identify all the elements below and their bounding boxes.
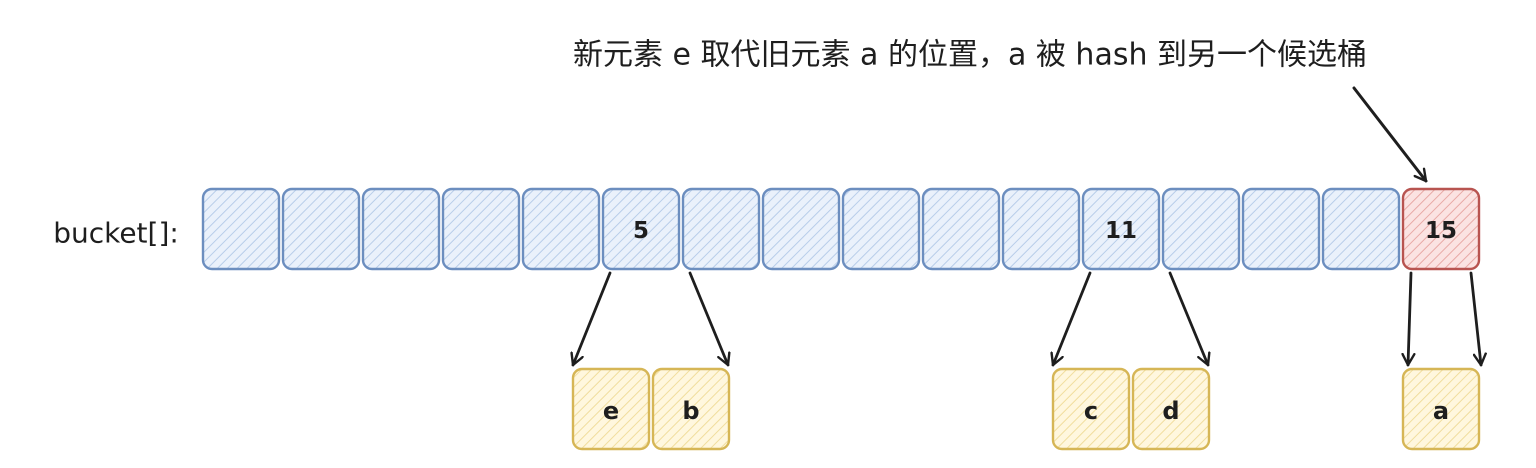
item-label: c	[1084, 397, 1098, 425]
bucket-cell	[201, 187, 281, 271]
pointer-arrow	[688, 271, 728, 367]
bucket-15: 15	[1401, 187, 1481, 271]
bucket-4	[521, 187, 601, 271]
bucket-8	[841, 187, 921, 271]
bucket-cell	[441, 187, 521, 271]
item-slot-a: a	[1401, 367, 1481, 451]
item-cell	[1131, 367, 1211, 451]
bucket-5: 5	[601, 187, 681, 271]
bucket-cell	[841, 187, 921, 271]
item-slot-c: c	[1051, 367, 1131, 451]
bucket-index-label: 5	[633, 218, 649, 244]
diagram-caption: 新元素 e 取代旧元素 a 的位置，a 被 hash 到另一个候选桶	[573, 38, 1367, 73]
bucket-6	[681, 187, 761, 271]
bucket-cell	[361, 187, 441, 271]
bucket-cell	[1321, 187, 1401, 271]
bucket-array-label: bucket[]:	[53, 217, 179, 250]
item-label: d	[1162, 397, 1179, 425]
bucket-cell	[601, 187, 681, 271]
item-label: e	[603, 397, 619, 425]
item-label: b	[682, 397, 699, 425]
pointer-arrow	[1469, 271, 1481, 367]
item-slot-d: d	[1131, 367, 1211, 451]
bucket-10	[1001, 187, 1081, 271]
bucket-cell	[761, 187, 841, 271]
bucket-12	[1161, 187, 1241, 271]
bucket-cell	[521, 187, 601, 271]
bucket-index-label: 15	[1425, 218, 1457, 244]
item-cell	[1051, 367, 1131, 451]
bucket-9	[921, 187, 1001, 271]
item-cell	[571, 367, 651, 451]
pointer-arrows	[573, 271, 1481, 367]
bucket-2	[361, 187, 441, 271]
bucket-cell	[1241, 187, 1321, 271]
bucket-7	[761, 187, 841, 271]
bucket-cell	[1161, 187, 1241, 271]
bucket-cell	[281, 187, 361, 271]
bucket-1	[281, 187, 361, 271]
bucket-cell	[1401, 187, 1481, 271]
pointer-arrow	[1408, 271, 1411, 367]
bucket-14	[1321, 187, 1401, 271]
caption-pointer-arrow	[1352, 86, 1428, 183]
bucket-11: 11	[1081, 187, 1161, 271]
item-slot-e: e	[571, 367, 651, 451]
item-cell	[651, 367, 731, 451]
bucket-array: 5 11 15	[201, 187, 1481, 271]
pointer-arrow	[573, 271, 612, 367]
pointer-arrow	[1053, 271, 1092, 367]
pointer-arrow	[1168, 271, 1208, 367]
bucket-cell	[921, 187, 1001, 271]
item-cell	[1401, 367, 1481, 451]
bucket-index-label: 11	[1105, 218, 1137, 244]
bucket-13	[1241, 187, 1321, 271]
bucket-0	[201, 187, 281, 271]
item-slot-b: b	[651, 367, 731, 451]
bucket-cell	[681, 187, 761, 271]
bucket-cell	[1001, 187, 1081, 271]
bucket-3	[441, 187, 521, 271]
bucket-cell	[1081, 187, 1161, 271]
item-label: a	[1433, 397, 1449, 425]
